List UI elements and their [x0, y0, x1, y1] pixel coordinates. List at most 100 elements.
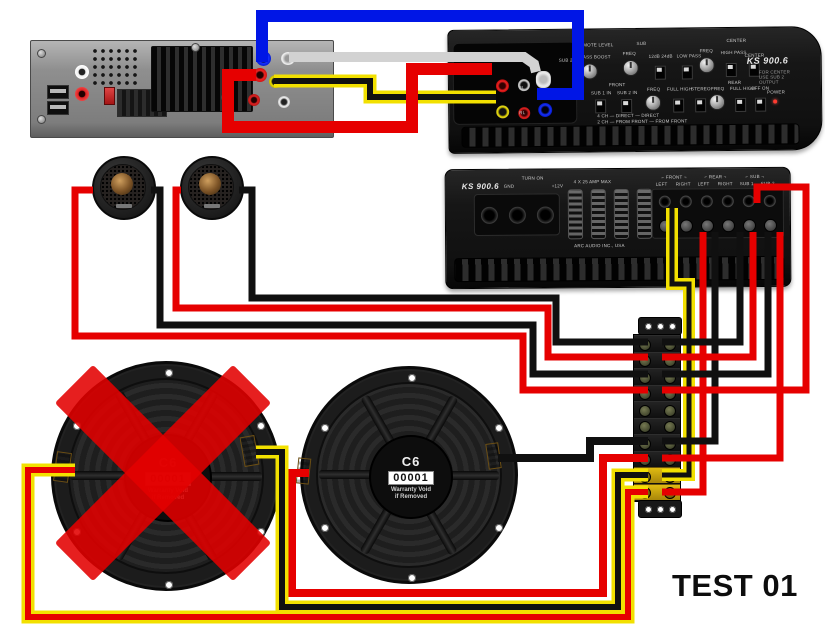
label-bass-boost: BASS BOOST: [579, 54, 611, 60]
rca-jack-white-lower: [278, 96, 290, 108]
label-sub1-in: SUB 1 IN: [591, 90, 612, 96]
label-group-front: ⌐ FRONT ¬: [661, 174, 687, 180]
fuse: [613, 188, 630, 240]
strip-row: [634, 434, 680, 450]
label-t6: SUB 2: [760, 180, 775, 187]
center-freq-knob: [698, 57, 715, 74]
12v-terminal: [536, 205, 554, 224]
strip-row: [634, 384, 680, 401]
vent-fins: [454, 255, 785, 283]
terminal-hole: [742, 195, 755, 208]
woofer-serial: 00001: [388, 470, 434, 485]
power-terminal-block: [473, 193, 561, 237]
label-freq-rear: FREQ: [710, 86, 725, 92]
terminal-screw: [679, 219, 694, 233]
strip-screw: [664, 437, 676, 450]
sub2-in-switch: [621, 99, 633, 114]
strip-screw: [664, 404, 676, 417]
jack-label-rl: RL: [519, 110, 526, 116]
strip-row: [634, 417, 680, 434]
label-remote-level: REMOTE LEVEL: [576, 42, 614, 48]
terminal-screw: [763, 218, 778, 232]
front-freq-knob: [645, 94, 662, 111]
screw: [37, 115, 46, 124]
amp-rear-model-label: KS 900.6: [461, 181, 500, 192]
fuse: [590, 189, 607, 240]
amp-rca-sub1-blue-plug: [538, 102, 553, 118]
bolt-hole: [494, 524, 503, 532]
label-freq-front: FREQ: [646, 86, 661, 92]
strip-row: [634, 450, 680, 467]
sub1-in-switch: [595, 99, 607, 114]
bolt-hole: [494, 424, 503, 432]
label-power: POWER: [767, 89, 786, 95]
terminal-screw: [700, 219, 715, 233]
tweeter-badge: [116, 204, 132, 208]
label-full-high-front: FULL HIGH: [666, 86, 693, 92]
strip-mount-tab-top: [638, 317, 682, 335]
tweeter-right: [180, 156, 244, 220]
tweeter-dome: [199, 173, 221, 195]
label-group-rear: ⌐ REAR ¬: [704, 174, 727, 180]
gnd-terminal: [480, 206, 498, 224]
strip-screw: [639, 371, 651, 384]
remote-terminal: [508, 206, 526, 224]
rca-input-recess: [452, 41, 578, 125]
label-db-switch: 12dB 24dB: [648, 53, 673, 59]
terminal-screw: [658, 219, 673, 233]
label-high-pass: HIGH PASS: [720, 49, 747, 56]
front-full-high-switch: [673, 98, 685, 113]
strip-screw: [639, 437, 651, 450]
rca-jack-red-front: [253, 68, 267, 82]
label-rear-group: REAR: [727, 79, 742, 86]
strip-row: [634, 335, 680, 351]
tweeter-dome: [111, 173, 133, 195]
strip-screw: [639, 404, 651, 417]
heatsink: [151, 46, 253, 112]
strip-screw: [639, 388, 651, 400]
woofer-center-label: C6 00001 Warranty Void if Removed: [369, 435, 453, 519]
sub-freq-knob: [622, 59, 639, 77]
screw: [191, 43, 200, 52]
woofer-right-terminal-pos: [295, 457, 312, 485]
strip-screw: [639, 355, 651, 367]
mount-hole: [656, 322, 664, 330]
label-sub-group: SUB: [636, 40, 647, 46]
terminal-hole: [763, 194, 776, 207]
label-stereo-front: STEREO: [690, 86, 711, 92]
woofer-right: C6 00001 Warranty Void if Removed: [300, 366, 518, 584]
terminal-hole: [658, 195, 671, 208]
vent-fins: [461, 123, 800, 148]
strip-row: [634, 351, 680, 368]
rca-plug-white: [281, 52, 295, 65]
woofer-model: C6: [401, 453, 421, 469]
rca-plug-yellow: [269, 75, 282, 88]
label-12v: +12V: [551, 183, 564, 189]
strip-screw: [664, 388, 676, 400]
amplifier-wiring-view: KS 900.6 GND TURN ON +12V 4 X 25 AMP MAX…: [444, 166, 792, 290]
label-freq-sub: FREQ: [622, 50, 636, 57]
label-t1: LEFT: [655, 181, 668, 187]
strip-screw: [639, 421, 651, 433]
db-switch: [654, 65, 666, 80]
label-t2: RIGHT: [675, 181, 691, 187]
rca-jack-red: [75, 87, 89, 101]
fuse: [636, 188, 653, 239]
jack-label-fl: FL: [518, 85, 525, 91]
label-low-pass: LOW PASS: [676, 53, 702, 59]
fuse: [567, 189, 584, 240]
label-t4: RIGHT: [717, 181, 733, 187]
terminal-hole: [679, 195, 692, 208]
strip-mount-tab-bottom: [638, 500, 682, 518]
strip-screw: [639, 454, 651, 466]
bolt-hole: [408, 574, 416, 582]
amplifier-control-view: SUB 2 SUB 1 FL RL REMOTE LEVEL BASS BOOS…: [447, 26, 823, 154]
strip-screw: [664, 371, 676, 384]
terminal-strip: [633, 334, 681, 502]
terminal-screw: [742, 219, 757, 233]
strip-screw: [664, 470, 676, 483]
usb-port: [47, 101, 69, 115]
label-full-high-rear: FULL HIGH: [729, 85, 756, 92]
front-stereo-switch: [695, 98, 707, 113]
strip-row-brass: [634, 483, 680, 500]
